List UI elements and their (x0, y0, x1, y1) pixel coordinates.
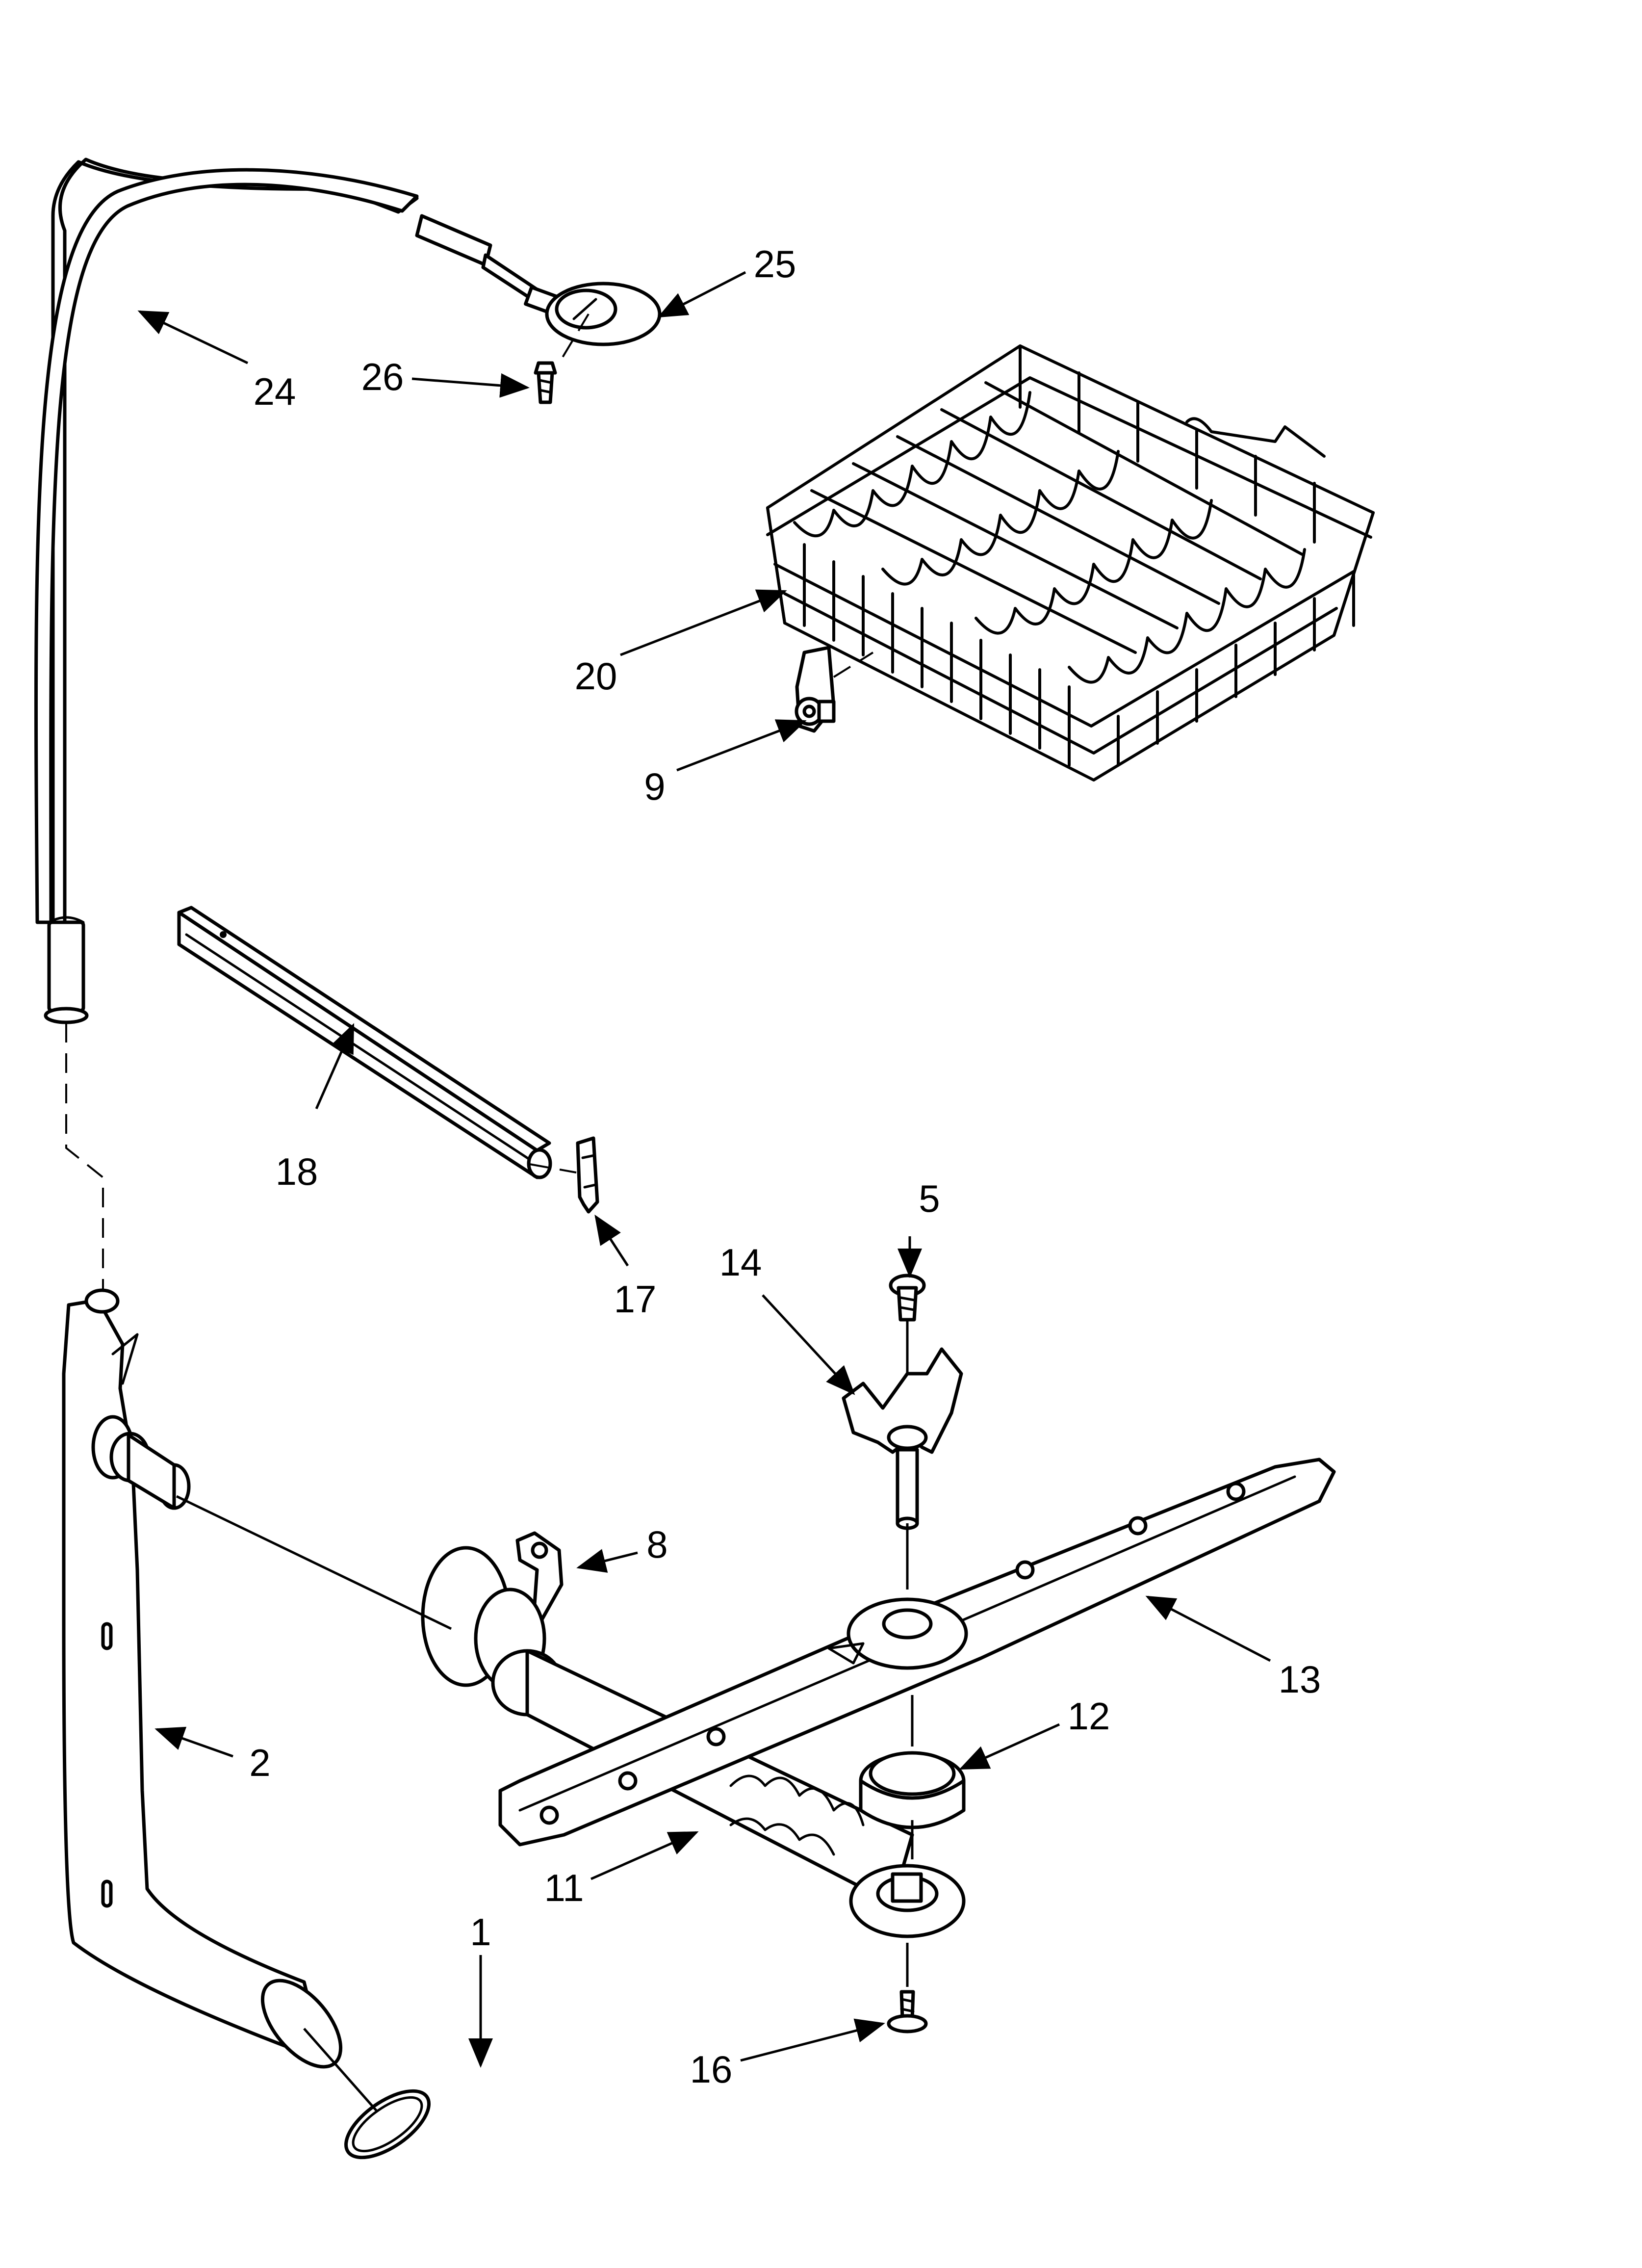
hub-screw-part[interactable] (889, 1274, 926, 1322)
callout-16: 16 (690, 2048, 733, 2091)
ring-part[interactable] (859, 1751, 966, 1829)
supply-tube-part[interactable] (34, 157, 419, 1024)
dish-rack-part[interactable] (766, 344, 1375, 782)
assembly-lines (65, 313, 914, 2113)
o-ring-part[interactable] (335, 2078, 439, 2170)
supply-manifold-part[interactable] (62, 1288, 356, 2081)
track-stop-clip-part[interactable] (576, 1136, 599, 1214)
callout-11: 11 (544, 1866, 584, 1909)
callout-12: 12 (1068, 1694, 1110, 1738)
base-screw-part[interactable] (887, 1990, 928, 2033)
callout-14: 14 (719, 1241, 762, 1284)
callout-5: 5 (919, 1177, 940, 1220)
callout-18: 18 (276, 1150, 318, 1193)
spray-tube-part[interactable] (421, 1546, 966, 1938)
callout-25: 25 (754, 242, 796, 286)
callout-8: 8 (646, 1523, 667, 1566)
callout-labels: 1 2 5 8 9 11 12 13 14 16 17 18 20 24 25 … (249, 242, 1321, 2091)
callout-leaders (137, 271, 1271, 2068)
callout-9: 9 (644, 765, 665, 808)
callout-24: 24 (254, 370, 296, 413)
callout-13: 13 (1279, 1658, 1321, 1701)
callout-2: 2 (249, 1741, 270, 1784)
callout-26: 26 (361, 355, 404, 398)
callout-17: 17 (614, 1277, 657, 1321)
callout-1: 1 (470, 1910, 491, 1954)
rack-adjuster-part[interactable] (795, 646, 836, 733)
spray-arm-part[interactable] (498, 1458, 1336, 1847)
wash-nozzle-part[interactable] (415, 214, 662, 346)
rack-track-part[interactable] (177, 906, 552, 1179)
spray-arm-hub-part[interactable] (842, 1347, 963, 1530)
callout-20: 20 (575, 654, 617, 698)
screw-part[interactable] (534, 361, 557, 404)
